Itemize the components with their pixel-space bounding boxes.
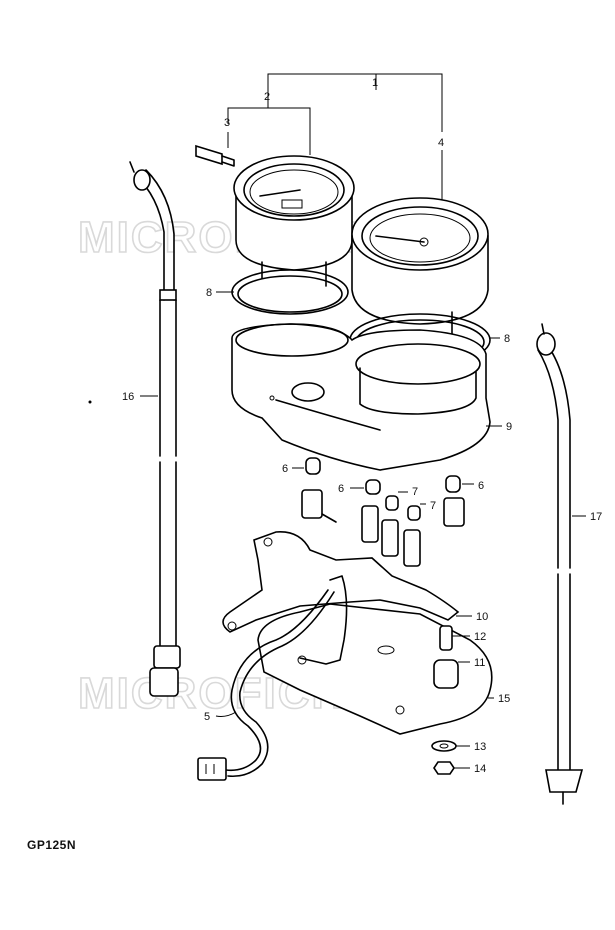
callout-14: 14 — [474, 763, 486, 775]
part-6-socket-c — [361, 479, 381, 543]
callout-6a: 6 — [282, 463, 288, 475]
part-5-wiring-harness — [197, 589, 335, 781]
part-6-socket-b — [443, 475, 465, 527]
model-code: GP125N — [27, 838, 77, 852]
callout-3: 3 — [224, 117, 230, 129]
part-7-socket-a — [381, 495, 399, 557]
callout-10: 10 — [476, 611, 488, 623]
callout-17: 17 — [590, 511, 602, 523]
part-14-nut — [433, 761, 455, 775]
part-15-plate — [257, 575, 493, 735]
part-17-tachometer-cable — [536, 323, 584, 805]
stray-dot — [88, 400, 92, 404]
callout-8b: 8 — [504, 333, 510, 345]
part-10-bracket — [222, 531, 460, 633]
callout-4: 4 — [438, 137, 444, 149]
callout-15: 15 — [498, 693, 510, 705]
callout-6c: 6 — [478, 480, 484, 492]
callout-16: 16 — [122, 391, 134, 403]
callout-7b: 7 — [430, 500, 436, 512]
callout-8a: 8 — [206, 287, 212, 299]
callout-5: 5 — [204, 711, 210, 723]
bracket-leaders — [227, 73, 443, 200]
callout-1: 1 — [372, 77, 378, 89]
callout-2: 2 — [264, 91, 270, 103]
part-6-socket-a — [301, 457, 337, 523]
part-11-grommet — [433, 659, 459, 689]
callout-6b: 6 — [338, 483, 344, 495]
part-7-socket-b — [403, 505, 421, 567]
callout-9: 9 — [506, 421, 512, 433]
callout-12: 12 — [474, 631, 486, 643]
callout-leaders — [140, 291, 586, 769]
part-16-speedometer-cable — [129, 161, 181, 697]
part-2-speedometer — [233, 155, 355, 287]
part-13-washer — [431, 740, 457, 752]
part-3-bulb — [195, 144, 235, 167]
callout-7a: 7 — [412, 486, 418, 498]
part-12-collar — [439, 625, 453, 651]
callout-13: 13 — [474, 741, 486, 753]
part-9-meter-case — [231, 323, 491, 471]
callout-11: 11 — [474, 657, 485, 669]
part-4-tachometer — [351, 197, 489, 339]
